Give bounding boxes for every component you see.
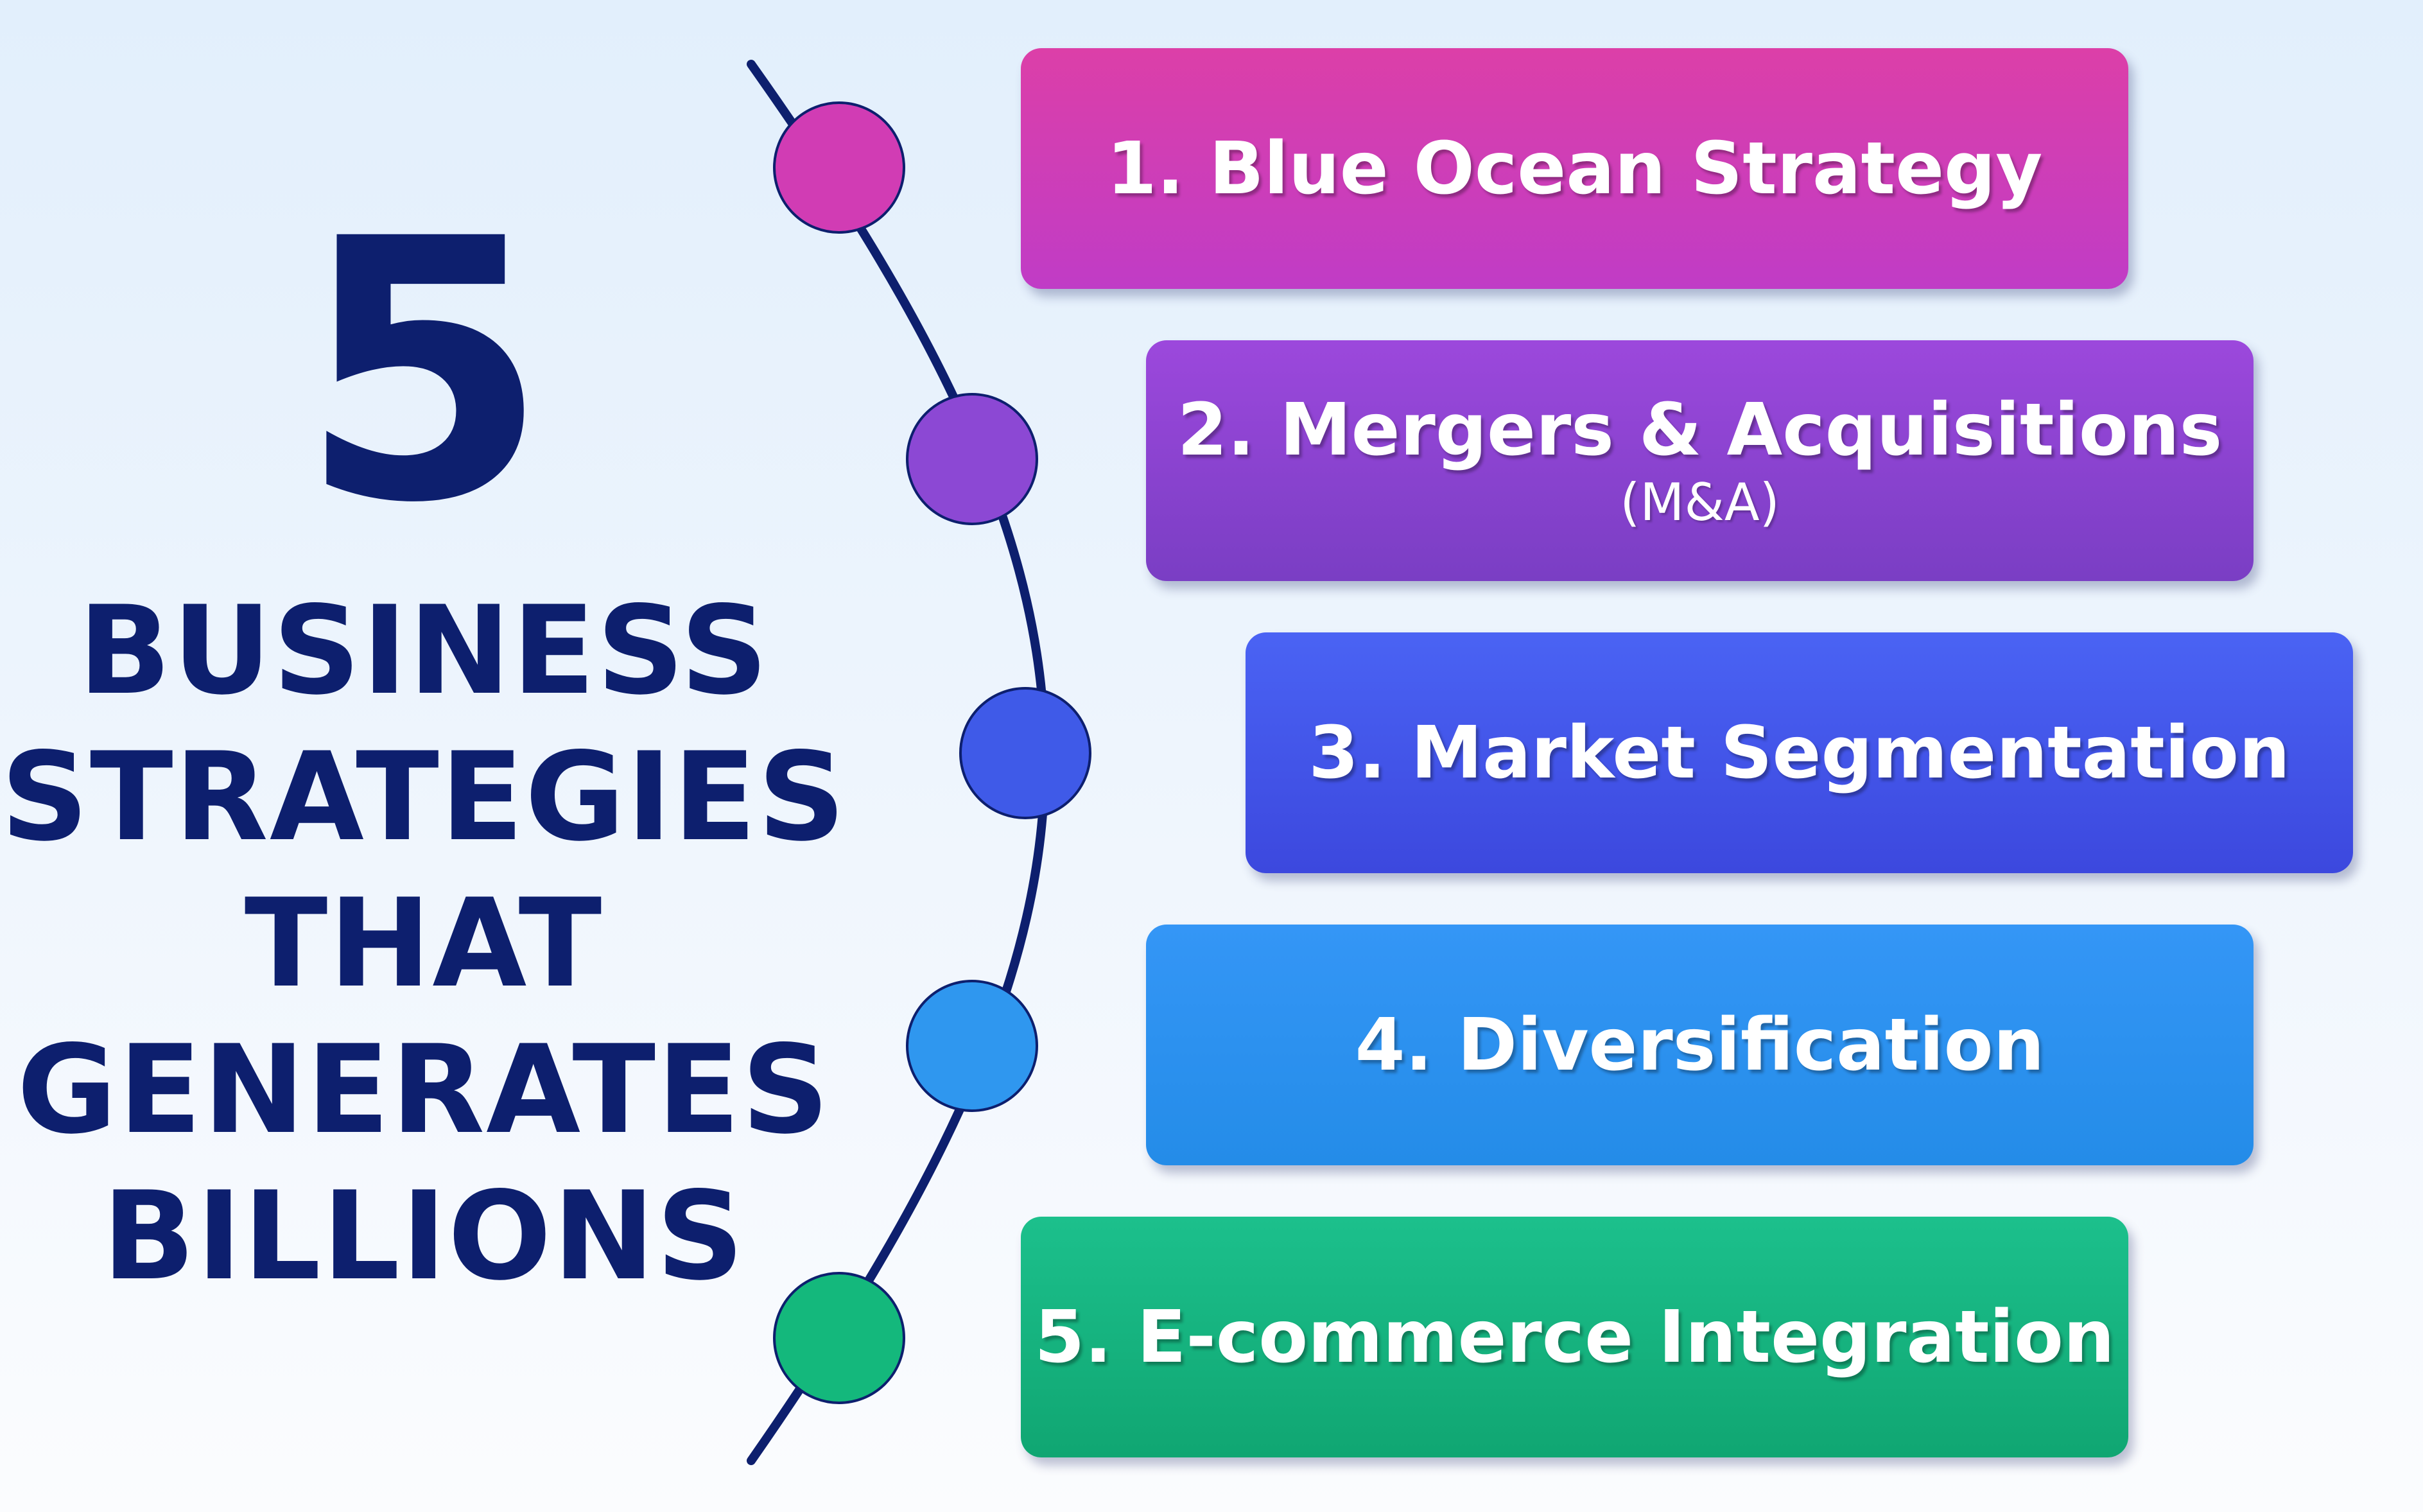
strategy-sublabel: (M&A) (1620, 472, 1780, 532)
strategy-label: 5. E-commerce Integration (1034, 1295, 2115, 1379)
timeline-dot-1 (773, 101, 905, 234)
strategy-card-4: 4. Diversification (1146, 925, 2254, 1165)
strategy-card-1: 1. Blue Ocean Strategy (1021, 48, 2128, 289)
timeline-dot-3 (959, 687, 1091, 819)
title-line-3: THAT (244, 873, 604, 1014)
strategy-card-3: 3. Market Segmentation (1246, 632, 2353, 873)
timeline-dot-2 (906, 393, 1038, 525)
title-line-1: BUSINESS (78, 580, 770, 722)
timeline-dot-4 (906, 980, 1038, 1112)
strategy-label: 4. Diversification (1355, 1003, 2045, 1087)
title-line-5: BILLIONS (102, 1165, 745, 1307)
title-number: 5 (299, 163, 549, 582)
strategy-card-5: 5. E-commerce Integration (1021, 1217, 2128, 1457)
strategy-label: 3. Market Segmentation (1308, 711, 2290, 795)
title-line-2: STRATEGIES (1, 726, 847, 868)
timeline-dot-5 (773, 1272, 905, 1404)
strategy-label: 1. Blue Ocean Strategy (1106, 126, 2043, 211)
title-line-4: GENERATES (17, 1019, 831, 1161)
title-text: BUSINESS STRATEGIES THAT GENERATES BILLI… (0, 578, 847, 1310)
strategy-card-2: 2. Mergers & Acquisitions (M&A) (1146, 340, 2254, 581)
strategy-label: 2. Mergers & Acquisitions (1177, 388, 2223, 472)
